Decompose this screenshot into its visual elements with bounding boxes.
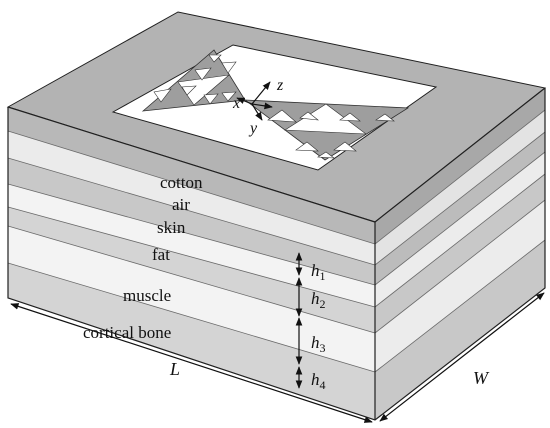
layer-label-cotton: cotton [160,173,203,192]
side-band-skin [375,132,545,285]
side-band-fat [375,152,545,307]
layer-label-cortical-bone: cortical bone [83,323,171,342]
layer-band-fat [8,184,375,307]
x-axis-arrow [236,97,253,105]
axis-label-x: x [232,95,240,112]
axis-label-z: z [276,77,284,94]
layer-label-fat: fat [152,245,170,264]
y-axis-arrow [251,103,263,121]
length-dimension-arrow [10,303,373,423]
layer-band-muscle [8,207,375,333]
layer-band-air [8,131,375,265]
block-outline [7,87,546,421]
layer-band-skin [8,158,375,285]
length-label: L [169,359,180,379]
side-band-air [375,110,545,265]
width-dimension-arrow [379,292,545,422]
z-axis-arrow [251,81,271,105]
layer-label-muscle: muscle [123,286,171,305]
layer-label-skin: skin [157,218,186,237]
coordinate-axes [236,81,273,121]
width-label: W [473,368,490,388]
side-band-cotton [375,88,545,244]
layer-band-cotton [8,107,375,244]
thickness-label-h1: h1 [311,261,326,283]
axis-direction-arrow [251,102,273,110]
sierpinski-bowtie-patch [141,49,410,161]
axis-label-y: y [248,120,258,137]
layer-label-air: air [172,195,190,214]
